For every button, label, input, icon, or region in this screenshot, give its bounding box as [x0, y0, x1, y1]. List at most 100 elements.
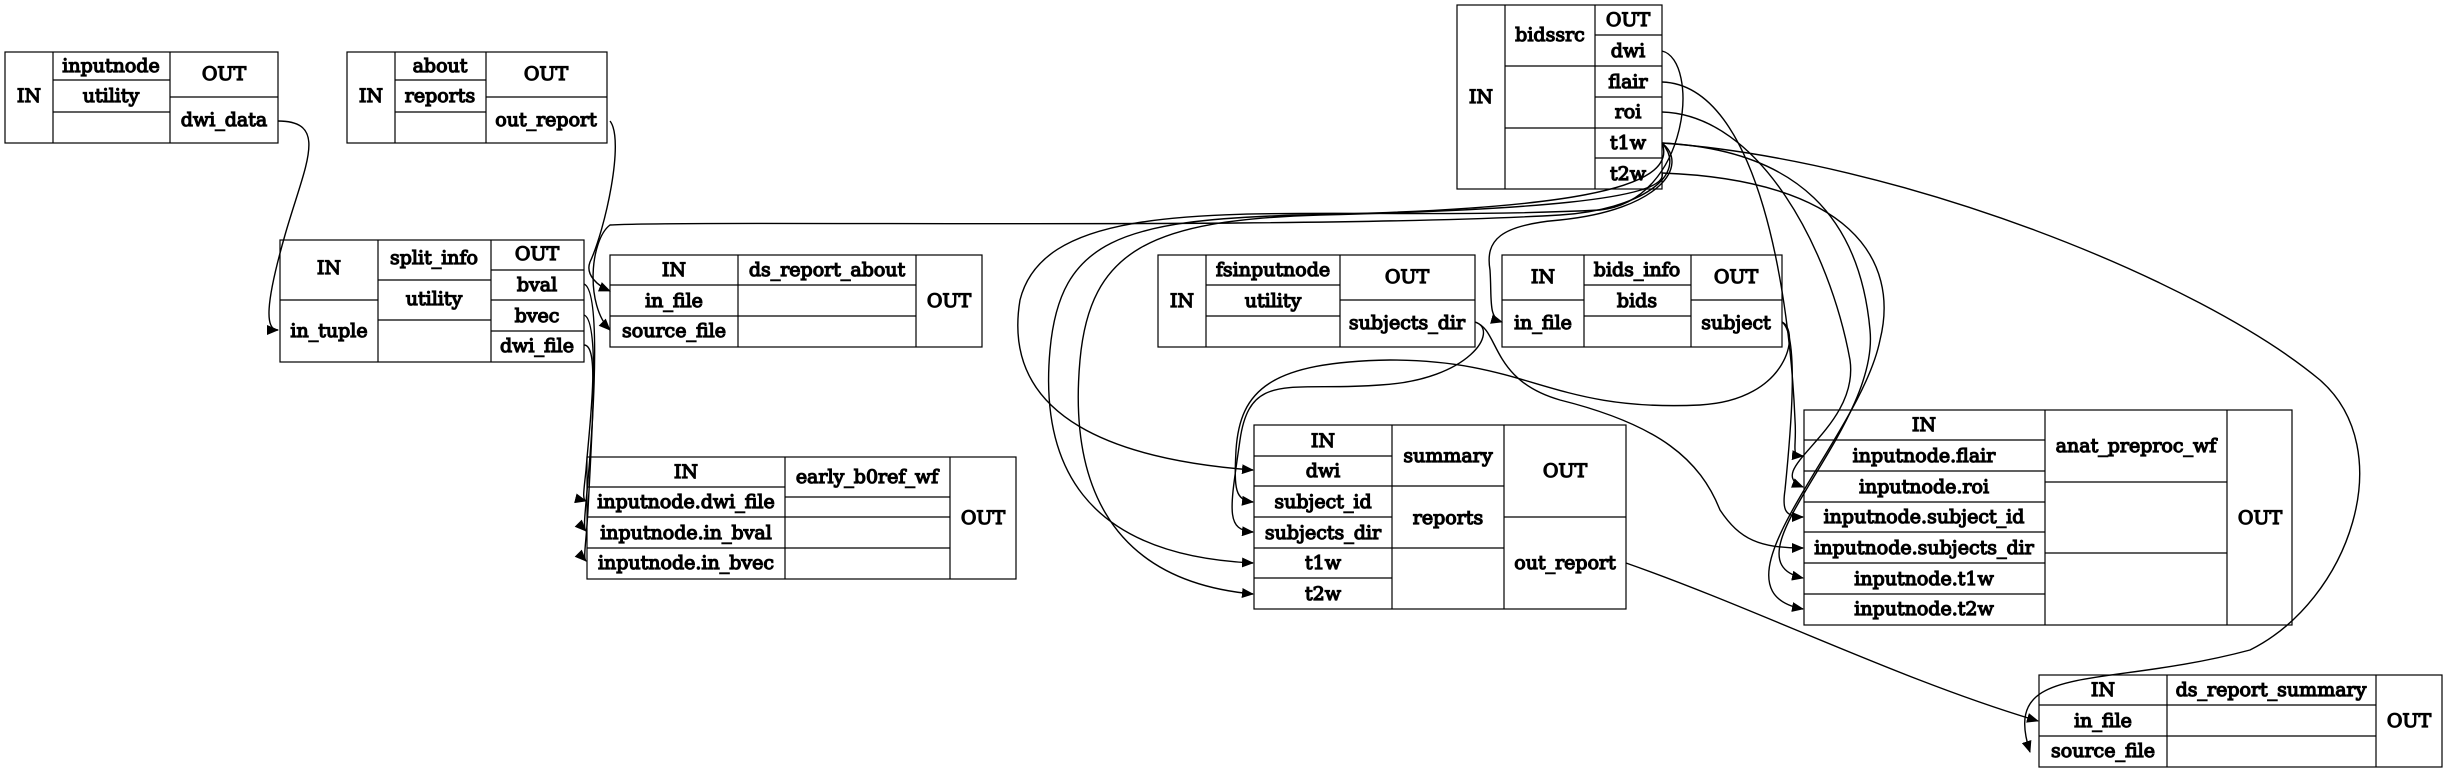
node-bidssrc-out-flair[interactable]: flair [1608, 70, 1649, 93]
node-about-name: about [413, 55, 468, 77]
node-split_info[interactable]: IN in_tuple split_info utility OUT bval … [279, 239, 585, 363]
node-ds_report_summary[interactable]: IN in_file source_file ds_report_summary… [2038, 674, 2443, 768]
node-summary-in-t1w[interactable]: t1w [1304, 551, 1342, 574]
node-ds_report_about-name: ds_report_about [749, 259, 906, 281]
node-split_info-out-bval[interactable]: bval [516, 273, 558, 296]
node-split_info-name: split_info [390, 247, 478, 269]
node-anat_preproc_wf-border [1803, 409, 2293, 626]
edge-fsinputnode-subjects_dir-to-summary-subjects_dir [1231, 321, 1485, 537]
node-fsinputnode-kind: utility [1245, 290, 1302, 312]
node-ds_report_summary-border [2038, 674, 2443, 768]
edge-bidssrc-dwi-to-summary-dwi [1017, 50, 1684, 475]
node-ds_report_about[interactable]: IN in_file source_file ds_report_about O… [609, 254, 983, 348]
node-summary-in-t2w[interactable]: t2w [1304, 582, 1342, 605]
node-split_info-out-dwi_file[interactable]: dwi_file [499, 334, 574, 357]
edge-bids_info-subject-to-summary-subject_id [1234, 321, 1791, 506]
node-bids_info-name: bids_info [1594, 259, 1680, 281]
node-summary-in-dwi[interactable]: dwi [1305, 459, 1341, 482]
node-early_b0ref_wf-name: early_b0ref_wf [796, 466, 940, 488]
node-bidssrc-out-t2w[interactable]: t2w [1609, 162, 1647, 185]
node-summary-in-subjects_dir[interactable]: subjects_dir [1264, 521, 1382, 544]
edge-bidssrc-t1w-to-bids_info-in_file [1488, 142, 1673, 324]
edge-bidssrc-roi-to-anat-roi [1661, 111, 1852, 488]
edge-bidssrc-t1w-to-summary-t1w [1047, 142, 1665, 568]
node-anat_preproc_wf-in-flair[interactable]: inputnode.flair [1852, 444, 1997, 467]
edge-bidssrc-t1w-to-ds_report_about-source_file [592, 142, 1671, 331]
node-about[interactable]: IN about reports OUT out_report [346, 51, 608, 144]
node-early_b0ref_wf-in-in_bvec[interactable]: inputnode.in_bvec [597, 551, 774, 574]
node-bidssrc-out-roi[interactable]: roi [1614, 100, 1642, 123]
node-anat_preproc_wf-in-subjects_dir[interactable]: inputnode.subjects_dir [1814, 536, 2036, 559]
node-fsinputnode-border [1157, 254, 1476, 348]
node-early_b0ref_wf[interactable]: IN inputnode.dwi_file inputnode.in_bval … [586, 456, 1017, 580]
node-inputnode-out-dwi_data[interactable]: dwi_data [180, 108, 268, 131]
node-anat_preproc_wf-in-subject_id[interactable]: inputnode.subject_id [1823, 505, 2025, 528]
node-about-out-out_report[interactable]: out_report [495, 108, 598, 131]
edge-bidssrc-t1w-to-anat-t1w [1661, 142, 1871, 581]
edge-fsinputnode-subjects_dir-to-anat-subjects_dir [1474, 321, 1804, 553]
node-bidssrc[interactable]: IN bidssrc OUT dwi flair roi t1w t2w [1456, 4, 1663, 190]
node-anat_preproc_wf-in-t2w[interactable]: inputnode.t2w [1854, 597, 1995, 620]
node-bids_info[interactable]: IN in_file bids_info bids OUT subject [1501, 254, 1783, 348]
node-ds_report_about-out-label: OUT [927, 290, 972, 312]
node-summary-out-out_report[interactable]: out_report [1514, 551, 1617, 574]
node-summary-in-subject_id[interactable]: subject_id [1274, 490, 1373, 513]
node-bidssrc-name: bidssrc [1515, 24, 1585, 46]
node-about-out-label: OUT [524, 63, 569, 85]
node-layer: IN inputnode utility OUT dwi_data IN abo… [4, 4, 2443, 768]
node-early_b0ref_wf-in-in_bval[interactable]: inputnode.in_bval [600, 521, 773, 544]
node-ds_report_about-in-in_file[interactable]: in_file [644, 289, 703, 312]
node-split_info-kind: utility [406, 288, 463, 310]
node-bids_info-in-in_file[interactable]: in_file [1513, 311, 1572, 334]
node-summary-in-label: IN [1311, 430, 1335, 452]
node-early_b0ref_wf-out-label: OUT [961, 507, 1006, 529]
node-early_b0ref_wf-in-dwi_file[interactable]: inputnode.dwi_file [597, 490, 776, 513]
node-about-in-label: IN [359, 85, 383, 107]
node-anat_preproc_wf[interactable]: IN inputnode.flair inputnode.roi inputno… [1803, 409, 2293, 626]
node-ds_report_summary-in-in_file[interactable]: in_file [2073, 709, 2132, 732]
node-split_info-in-in_tuple[interactable]: in_tuple [290, 319, 368, 342]
node-early_b0ref_wf-in-label: IN [674, 461, 698, 483]
edge-about-out_report-to-ds_report_about-in_file [588, 120, 616, 292]
edge-bids_info-subject-to-anat-subject_id [1781, 321, 1804, 522]
edge-bidssrc-flair-to-anat-flair [1661, 81, 1804, 461]
edge-bidssrc-t1w-to-ds_report_summary-source_file [1661, 142, 2361, 753]
node-bids_info-out-label: OUT [1714, 266, 1759, 288]
node-fsinputnode-out-label: OUT [1385, 266, 1430, 288]
node-anat_preproc_wf-name: anat_preproc_wf [2056, 435, 2219, 457]
node-bids_info-kind: bids [1617, 290, 1657, 312]
node-ds_report_summary-in-source_file[interactable]: source_file [2050, 739, 2155, 762]
node-fsinputnode-out-subjects_dir[interactable]: subjects_dir [1348, 311, 1466, 334]
node-summary-name: summary [1403, 445, 1492, 467]
node-split_info-in-label: IN [317, 257, 341, 279]
node-inputnode-out-label: OUT [202, 63, 247, 85]
edge-bidssrc-t2w-to-anat-t2w [1661, 172, 1885, 612]
node-ds_report_summary-in-label: IN [2091, 679, 2115, 701]
node-split_info-out-bvec[interactable]: bvec [514, 304, 560, 327]
node-anat_preproc_wf-in-roi[interactable]: inputnode.roi [1858, 475, 1989, 498]
node-bidssrc-out-label: OUT [1606, 9, 1651, 31]
node-split_info-border [279, 239, 585, 363]
node-summary[interactable]: IN dwi subject_id subjects_dir t1w t2w s… [1253, 424, 1627, 610]
node-bidssrc-out-t1w[interactable]: t1w [1609, 131, 1647, 154]
node-bidssrc-out-dwi[interactable]: dwi [1610, 39, 1646, 62]
node-ds_report_summary-name: ds_report_summary [2176, 679, 2367, 701]
node-summary-out-label: OUT [1543, 460, 1588, 482]
node-inputnode[interactable]: IN inputnode utility OUT dwi_data [4, 51, 279, 144]
node-anat_preproc_wf-in-t1w[interactable]: inputnode.t1w [1854, 567, 1995, 590]
node-bids_info-in-label: IN [1531, 266, 1555, 288]
node-inputnode-kind: utility [83, 85, 140, 107]
node-bids_info-out-subject[interactable]: subject [1701, 311, 1772, 334]
node-fsinputnode[interactable]: IN fsinputnode utility OUT subjects_dir [1157, 254, 1476, 348]
node-ds_report_about-border [609, 254, 983, 348]
node-ds_report_about-in-source_file[interactable]: source_file [621, 319, 726, 342]
edge-bidssrc-t2w-to-summary-t2w [1077, 172, 1663, 598]
node-inputnode-in-label: IN [17, 85, 41, 107]
node-ds_report_about-in-label: IN [662, 259, 686, 281]
edge-inputnode-dwi_data-to-split_info-in_tuple [266, 120, 310, 335]
node-inputnode-name: inputnode [62, 55, 159, 77]
node-anat_preproc_wf-in-label: IN [1912, 414, 1936, 436]
node-split_info-out-label: OUT [515, 243, 560, 265]
